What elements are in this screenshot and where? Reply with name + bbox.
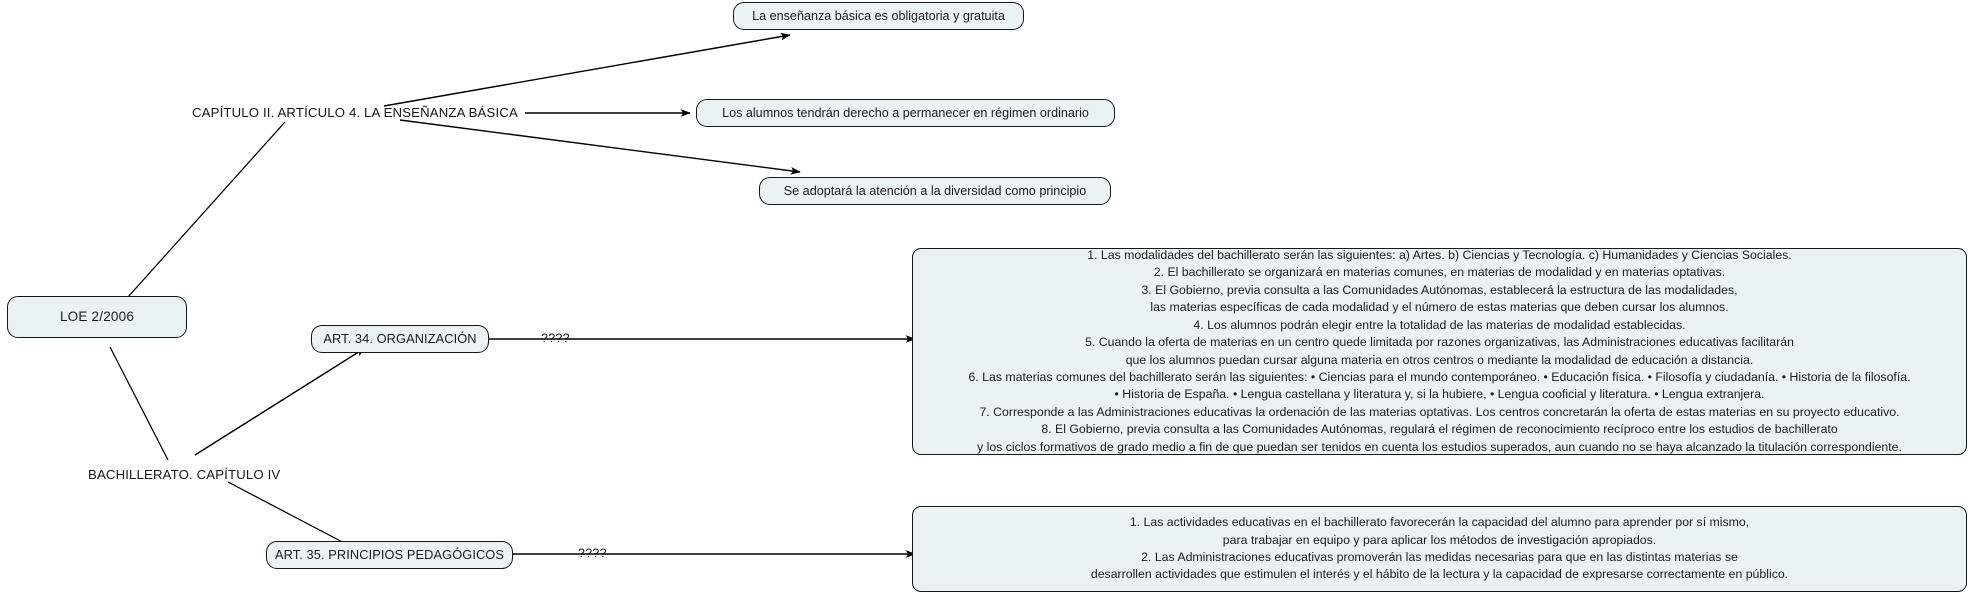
- edge-root-to-bachillerato: [109, 346, 169, 461]
- node-leaf-ensenanza-obligatoria[interactable]: La enseñanza básica es obligatoria y gra…: [733, 2, 1024, 30]
- edge-bachillerato-to-art34: [194, 347, 366, 456]
- edge-bachillerato-to-art35: [227, 481, 351, 547]
- node-art35-label: ART. 35. PRINCIPIOS PEDAGÓGICOS: [275, 546, 505, 562]
- node-root[interactable]: LOE 2/2006: [7, 296, 187, 338]
- edge-root-to-capitulo2: [127, 121, 286, 298]
- node-leaf1-label: La enseñanza básica es obligatoria y gra…: [752, 8, 1005, 23]
- node-art35-detail[interactable]: 1. Las actividades educativas en el bach…: [912, 506, 1967, 592]
- node-leaf-regimen-ordinario[interactable]: Los alumnos tendrán derecho a permanecer…: [696, 99, 1115, 127]
- edge-label-art34-text: ????: [541, 331, 570, 345]
- edge-capitulo2-to-leaf3: [399, 119, 801, 175]
- node-capitulo2-label: CAPÍTULO II. ARTÍCULO 4. LA ENSEÑANZA BÁ…: [192, 105, 518, 120]
- node-capitulo2[interactable]: CAPÍTULO II. ARTÍCULO 4. LA ENSEÑANZA BÁ…: [192, 105, 518, 120]
- edge-label-art35-text: ????: [578, 546, 607, 560]
- edge-label-art35: ????: [578, 546, 607, 560]
- edge-label-art34: ????: [541, 331, 570, 345]
- node-art34-detail[interactable]: 1. Las modalidades del bachillerato será…: [912, 248, 1967, 455]
- node-art35[interactable]: ART. 35. PRINCIPIOS PEDAGÓGICOS: [266, 541, 513, 569]
- node-leaf3-label: Se adoptará la atención a la diversidad …: [783, 183, 1087, 198]
- node-leaf-atencion-diversidad[interactable]: Se adoptará la atención a la diversidad …: [759, 177, 1111, 205]
- node-art34-label: ART. 34. ORGANIZACIÓN: [323, 330, 477, 346]
- node-art34[interactable]: ART. 34. ORGANIZACIÓN: [311, 325, 489, 353]
- node-root-label: LOE 2/2006: [59, 309, 135, 325]
- node-leaf2-label: Los alumnos tendrán derecho a permanecer…: [722, 105, 1089, 120]
- edge-capitulo2-to-leaf1: [383, 32, 791, 107]
- node-bachillerato-label: BACHILLERATO. CAPÍTULO IV: [88, 467, 281, 482]
- node-art35-detail-text: 1. Las actividades educativas en el bach…: [1090, 515, 1789, 582]
- node-bachillerato[interactable]: BACHILLERATO. CAPÍTULO IV: [88, 467, 280, 482]
- node-art34-detail-text: 1. Las modalidades del bachillerato será…: [968, 247, 1911, 454]
